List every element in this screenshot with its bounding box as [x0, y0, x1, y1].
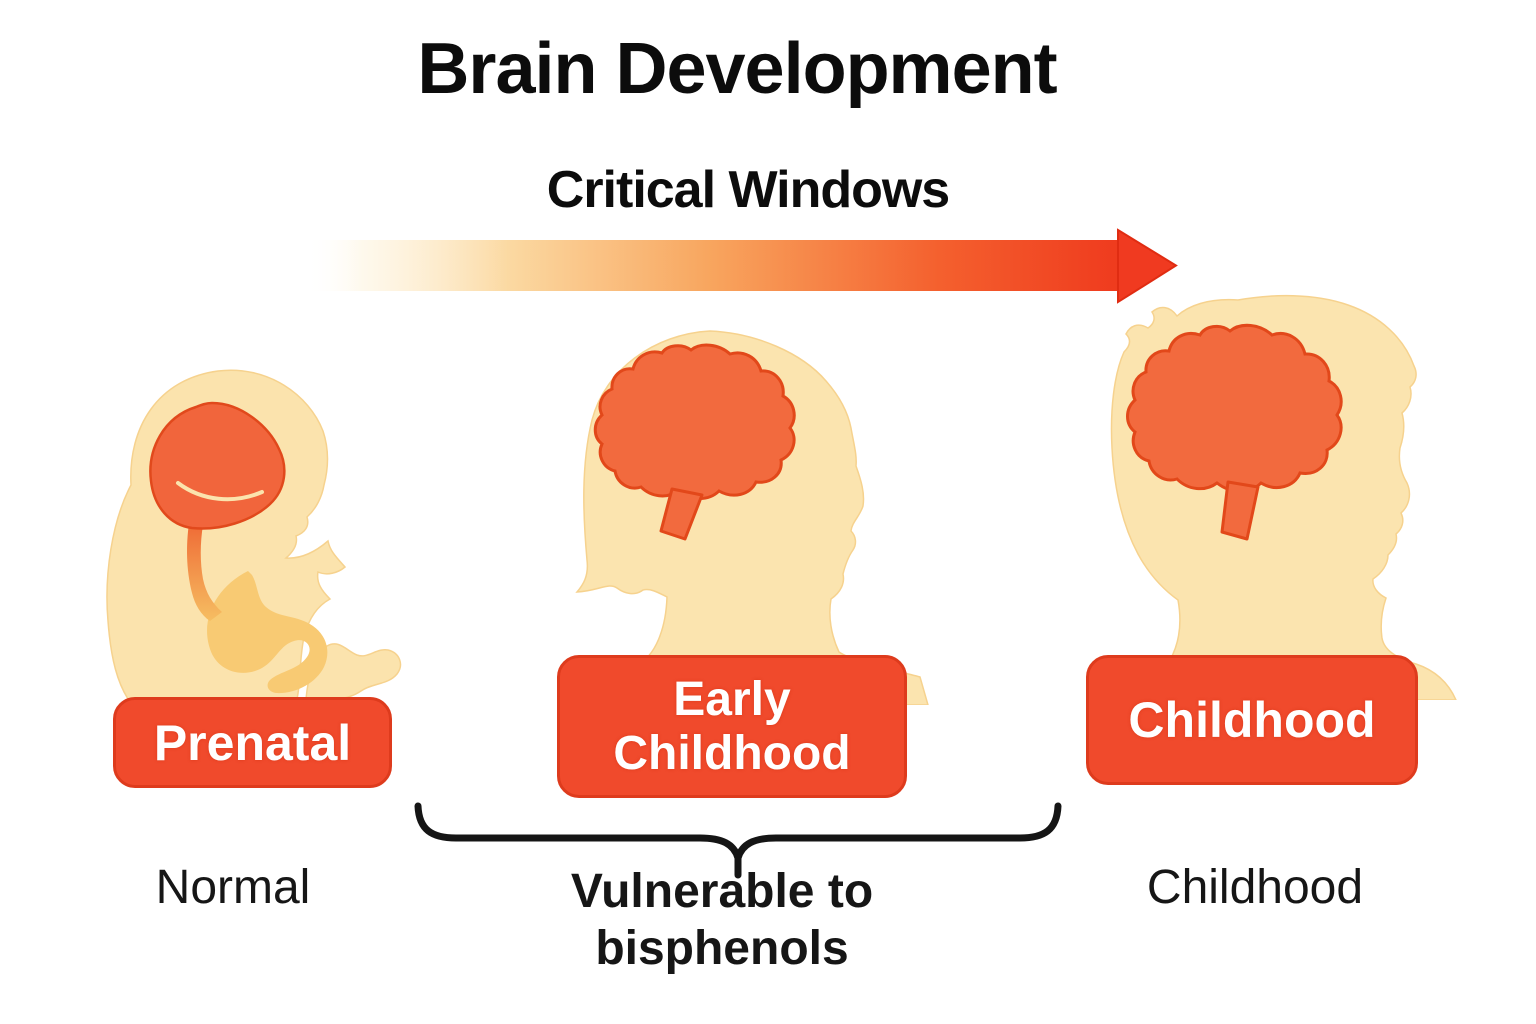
stage-label-childhood: Childhood — [1086, 655, 1418, 785]
caption-vulnerable-to-bisphenols: Vulnerable to bisphenols — [570, 865, 874, 975]
stage-label-prenatal: Prenatal — [113, 697, 392, 788]
fetus-with-brain-icon — [106, 369, 402, 700]
fetus-leg — [305, 643, 402, 700]
child-brain-stem — [659, 487, 704, 541]
critical-windows-label: Critical Windows — [546, 161, 950, 219]
older-child-head-brain-icon — [1110, 294, 1457, 700]
older-child-brain-stem — [1220, 480, 1260, 541]
caption-normal: Normal — [155, 861, 311, 914]
fetus-brain-fold — [176, 481, 264, 502]
fetus-spinal-cord — [187, 523, 222, 621]
young-child-head-brain-icon — [575, 330, 929, 705]
page-title: Brain Development — [417, 29, 1057, 109]
older-child-brain-icon — [1126, 323, 1343, 493]
stage-label-early-childhood: Early Childhood — [557, 655, 907, 798]
timeline-arrow-icon — [305, 228, 1178, 304]
caption-childhood: Childhood — [1146, 861, 1364, 914]
curly-brace-icon — [414, 802, 1062, 879]
child-brain-icon — [593, 343, 796, 500]
fetus-body — [207, 571, 328, 694]
